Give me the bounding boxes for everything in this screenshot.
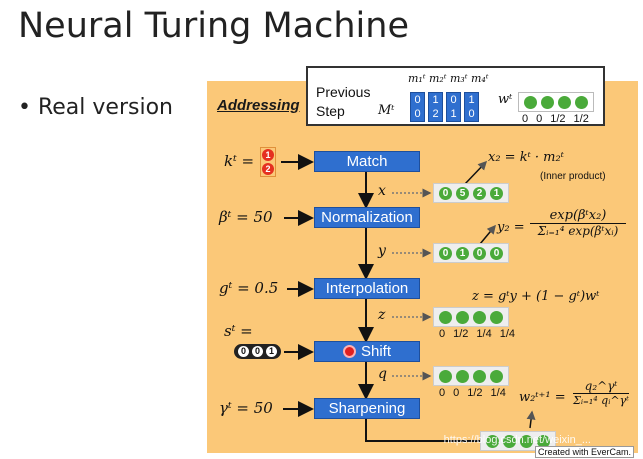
w-ticks: 0 0 1/2 1/2 xyxy=(522,113,589,125)
w-formula-lhs: w₂ᵗ⁺¹ = xyxy=(519,390,566,405)
cursor-dot-icon xyxy=(342,345,356,358)
y-value: 0 xyxy=(473,246,486,260)
bullet-real-version: • Real version xyxy=(18,95,173,120)
w-fraction: q₂^γᵗ Σᵢ₌₁⁴ qᵢ^γᵗ xyxy=(573,379,629,407)
mem-header: m₃ᵗ xyxy=(450,72,468,85)
y-vector: 0 1 0 0 xyxy=(433,243,509,263)
w-numerator: q₂^γᵗ xyxy=(584,379,618,393)
k-label: kᵗ = xyxy=(224,152,255,170)
shift-label: Shift xyxy=(360,343,391,360)
memory-label: Mᵗ xyxy=(378,103,395,118)
mem-header: m₁ᵗ xyxy=(408,72,426,85)
s-label: sᵗ = xyxy=(224,322,253,340)
inner-product-note: (Inner product) xyxy=(540,171,606,182)
w-vector xyxy=(518,92,594,112)
var-x: x xyxy=(378,183,386,199)
y2-fraction: exp(βᵗx₂) Σᵢ₌₁⁴ exp(βᵗxᵢ) xyxy=(530,208,626,238)
fraction-bar xyxy=(573,393,629,394)
x-value: 5 xyxy=(456,186,469,200)
y-value: 1 xyxy=(456,246,469,260)
sharpening-step: Sharpening xyxy=(314,398,420,419)
fraction-bar xyxy=(530,223,626,224)
z-formula: z = gᵗy + (1 − gᵗ)wᵗ xyxy=(472,289,600,304)
y-value: 0 xyxy=(490,246,503,260)
slide-title: Neural Turing Machine xyxy=(18,6,409,46)
interpolation-step: Interpolation xyxy=(314,278,420,299)
previous-label: Previous xyxy=(316,84,371,100)
s-value: 0 xyxy=(238,346,249,357)
x2-formula: x₂ = kᵗ · m₂ᵗ xyxy=(488,150,564,165)
beta-label: βᵗ = 50 xyxy=(219,208,273,226)
gamma-label: γᵗ = 50 xyxy=(219,399,273,417)
var-z: z xyxy=(378,307,386,323)
evercam-badge: Created with EverCam. xyxy=(535,446,635,458)
q-vector xyxy=(433,366,509,386)
y2-denominator: Σᵢ₌₁⁴ exp(βᵗxᵢ) xyxy=(537,224,619,238)
normalization-step: Normalization xyxy=(314,207,420,228)
var-q: q xyxy=(378,366,387,382)
g-label: gᵗ = 0.5 xyxy=(219,279,279,297)
addressing-panel xyxy=(207,81,638,453)
w-label: wᵗ xyxy=(498,92,513,107)
k-value: 2 xyxy=(262,163,274,175)
mem-header: m₄ᵗ xyxy=(471,72,489,85)
memory-headers: m₁ᵗ m₂ᵗ m₃ᵗ m₄ᵗ xyxy=(408,72,489,85)
z-ticks: 0 1/2 1/4 1/4 xyxy=(439,328,516,340)
y-value: 0 xyxy=(439,246,452,260)
var-y: y xyxy=(378,243,386,259)
k-value: 1 xyxy=(262,149,274,161)
s-vector: 0 0 1 xyxy=(234,344,281,359)
match-step: Match xyxy=(314,151,420,172)
y2-numerator: exp(βᵗx₂) xyxy=(549,208,607,223)
x-value: 0 xyxy=(439,186,452,200)
z-vector xyxy=(433,307,509,327)
addressing-label: Addressing xyxy=(217,97,300,114)
w-denominator: Σᵢ₌₁⁴ qᵢ^γᵗ xyxy=(573,394,629,407)
step-label: Step xyxy=(316,103,345,119)
s-value: 0 xyxy=(252,346,263,357)
s-value: 1 xyxy=(266,346,277,357)
x-value: 1 xyxy=(490,186,503,200)
y2-lhs: y₂ = xyxy=(497,220,525,235)
csdn-watermark: https://blog.csdn.net/weixin_... xyxy=(443,434,591,446)
x-value: 2 xyxy=(473,186,486,200)
k-vector: 1 2 xyxy=(260,147,276,177)
shift-step: Shift xyxy=(314,341,420,362)
q-ticks: 0 0 1/2 1/4 xyxy=(439,387,506,399)
x-vector: 0 5 2 1 xyxy=(433,183,509,203)
mem-header: m₂ᵗ xyxy=(429,72,447,85)
